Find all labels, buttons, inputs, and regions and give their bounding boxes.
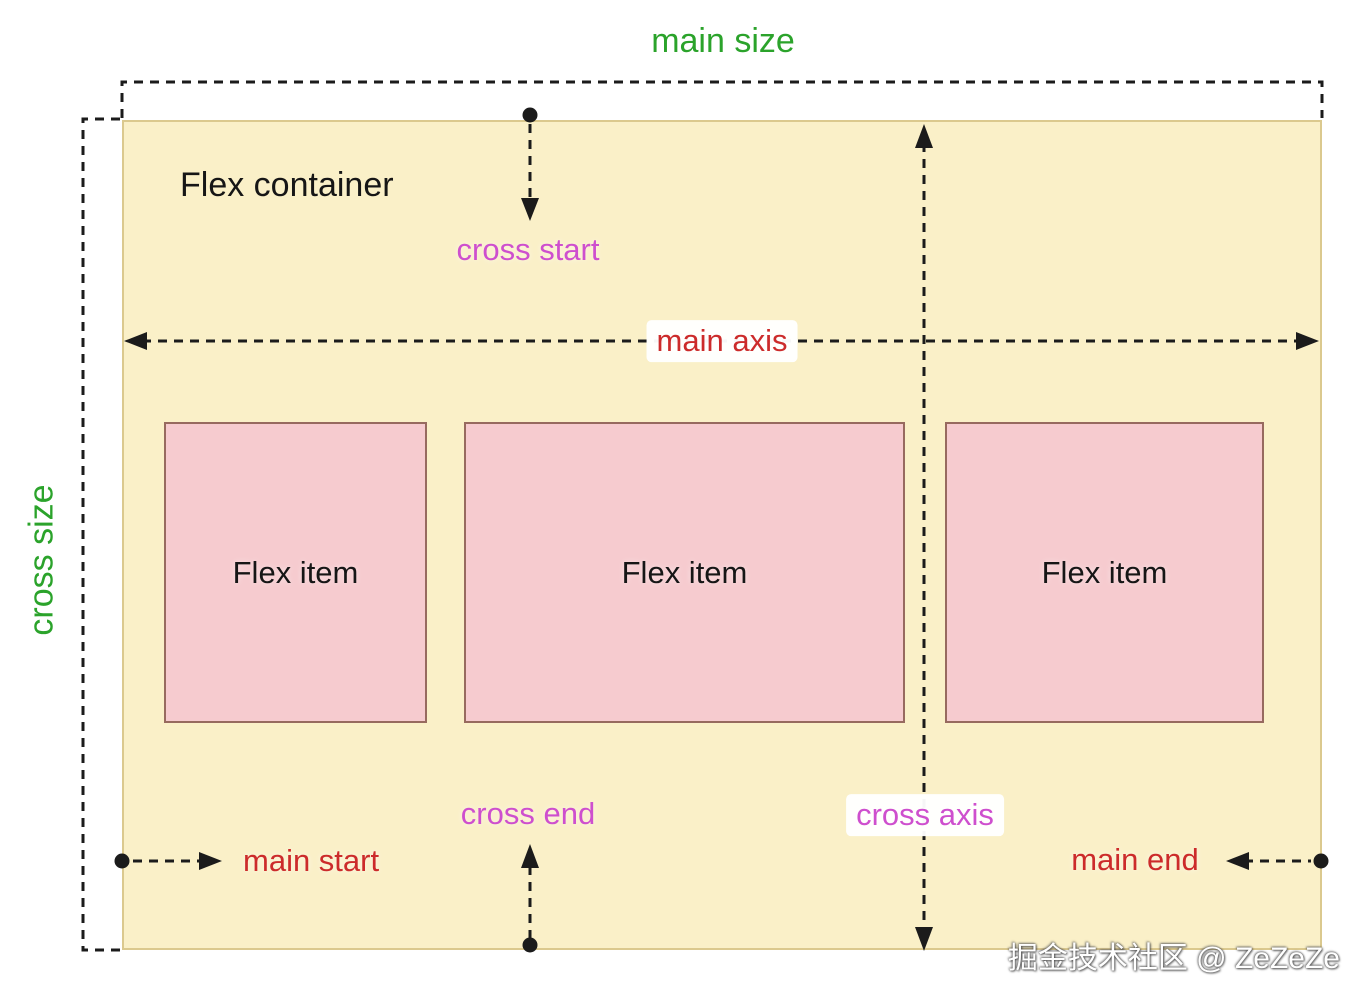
- main-start-label: main start: [243, 843, 380, 879]
- flex-item-label: Flex item: [621, 554, 748, 590]
- cross-end-label: cross end: [460, 796, 596, 832]
- cross-axis-label: cross axis: [846, 794, 1004, 836]
- cross-size-label: cross size: [22, 484, 61, 636]
- main-size-bracket-line: [120, 80, 1324, 118]
- flex-container-label: Flex container: [180, 166, 394, 204]
- flex-item-label: Flex item: [1041, 554, 1168, 590]
- cross-size-bracket-line: [81, 117, 120, 952]
- flex-item-1: Flex item: [164, 422, 427, 723]
- flex-item-3: Flex item: [945, 422, 1264, 723]
- main-end-label: main end: [1071, 842, 1199, 878]
- watermark-text: 掘金技术社区 @ ZeZeZe: [1007, 942, 1340, 975]
- cross-start-label: cross start: [456, 232, 600, 267]
- main-axis-label: main axis: [646, 320, 798, 362]
- flex-container-box: Flex container Flex item Flex item Flex …: [122, 120, 1322, 950]
- main-size-label: main size: [651, 22, 795, 60]
- flex-item-label: Flex item: [232, 554, 359, 590]
- flex-item-2: Flex item: [464, 422, 905, 723]
